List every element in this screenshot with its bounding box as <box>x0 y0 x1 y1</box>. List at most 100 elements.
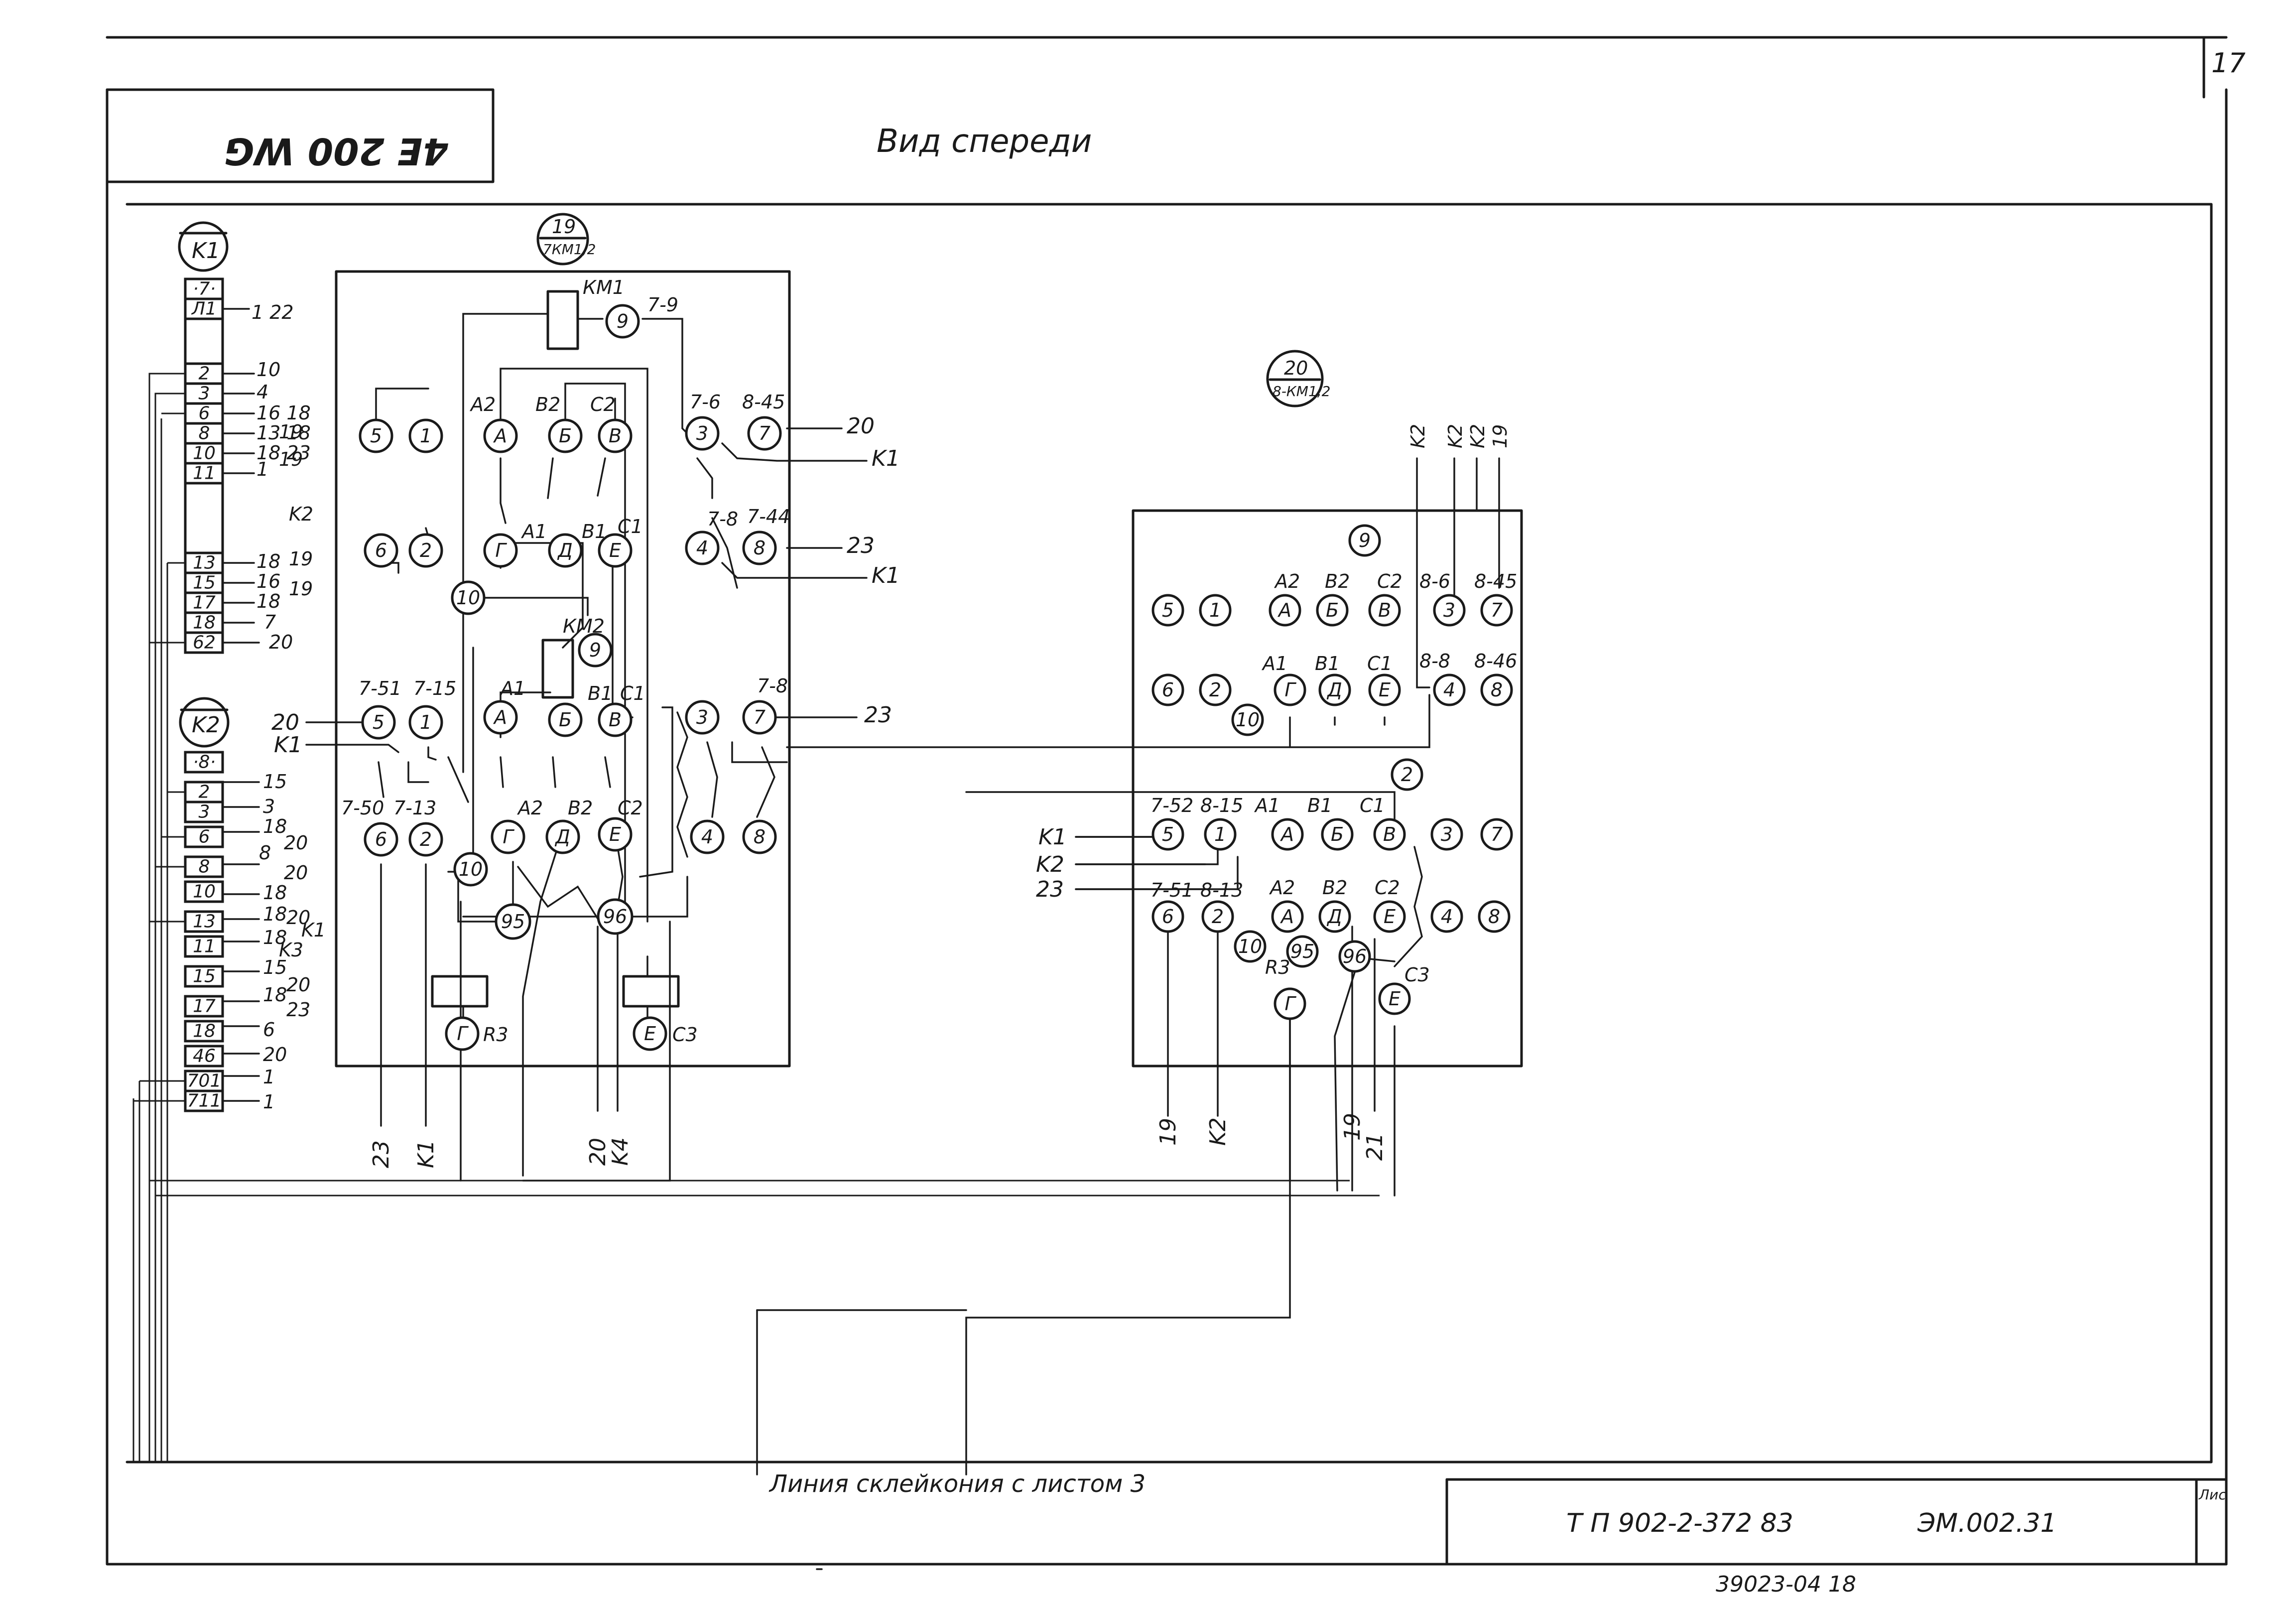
terminal-label: В2 <box>535 394 560 415</box>
terminal-label: 7-9 <box>647 294 678 316</box>
svg-text:3: 3 <box>696 422 708 444</box>
terminal: 7 <box>1480 818 1513 851</box>
doc-code-left: Т П 902-2-372 83 <box>1566 1508 1793 1538</box>
k2-wire-label: 1 <box>263 1066 275 1088</box>
svg-text:Д: Д <box>557 539 573 561</box>
svg-text:Д: Д <box>1326 679 1342 701</box>
wire-label: 19 <box>1340 1113 1365 1141</box>
k2-row: 2 <box>199 782 210 803</box>
terminal-label: 7-6 <box>690 391 721 413</box>
k1-row: 2 <box>199 364 210 384</box>
terminal: 2 <box>408 533 443 568</box>
k1-wire-label: 10 <box>256 359 280 381</box>
panel-left-labels: А2 В2 С2 7-6 8-45 7-9 А1 В1 С1 7-8 7-44 … <box>341 294 790 1046</box>
wire-label: 19 <box>1155 1118 1181 1146</box>
wire-label: 20 <box>585 1138 611 1166</box>
k1-row: 17 <box>193 593 216 613</box>
terminal: 3 <box>1433 594 1466 627</box>
k1-extra-label: 19 <box>289 548 313 570</box>
terminal: 9 <box>605 304 640 339</box>
terminal-label: 7-15 <box>413 677 456 699</box>
svg-text:Б: Б <box>559 709 572 731</box>
terminal: 9 <box>578 633 613 668</box>
k1-wire-label: 16 18 <box>256 402 311 424</box>
k2-wire-label: 18 <box>263 927 287 948</box>
svg-text:Г: Г <box>457 1023 469 1045</box>
svg-text:3: 3 <box>696 706 708 728</box>
svg-text:Б: Б <box>1331 823 1344 845</box>
svg-text:4: 4 <box>701 826 713 848</box>
terminal: 5 <box>1151 594 1184 627</box>
terminal: А <box>483 700 518 735</box>
footer-number: 39023-04 18 <box>1716 1572 1856 1597</box>
svg-text:Е: Е <box>1389 988 1401 1010</box>
k2-wire-label: 18 <box>263 882 287 904</box>
terminal: 3 <box>685 700 720 735</box>
k2-row: ·8· <box>193 752 216 773</box>
k1-wire-label: 4 <box>256 381 268 403</box>
relay-label: C3 <box>672 1024 698 1046</box>
terminal-label: С1 <box>620 682 645 704</box>
terminal-label: 8-13 <box>1200 879 1243 901</box>
terminal: 5 <box>1151 818 1184 851</box>
svg-text:В: В <box>609 425 622 447</box>
terminal-label: А1 <box>1254 795 1280 816</box>
svg-text:Е: Е <box>1384 906 1396 928</box>
terminal: Е <box>1378 982 1411 1015</box>
k1-row: 8 <box>199 423 210 444</box>
strip-k1-tag: K1 <box>178 221 229 272</box>
svg-text:2: 2 <box>1209 679 1221 701</box>
terminal: Д <box>1318 900 1351 933</box>
wire-label: K1 <box>872 446 900 471</box>
relay-label: R3 <box>483 1024 509 1046</box>
svg-text:6: 6 <box>375 828 387 850</box>
k1-row: 6 <box>199 403 210 424</box>
panel-left-outgoing-labels: 20 K1 23 K1 23 20 K1 23 K1 20 K4 <box>271 413 900 1168</box>
terminal-label: 7-52 <box>1150 795 1193 816</box>
terminal-label: 8-8 <box>1419 650 1450 672</box>
terminal: Б <box>548 702 583 737</box>
svg-text:4: 4 <box>1441 906 1453 928</box>
wire-label: K2 <box>1407 424 1429 448</box>
terminal-label: 7-13 <box>393 797 436 819</box>
terminal-label: С2 <box>1377 570 1403 592</box>
svg-text:Г: Г <box>1284 679 1296 701</box>
svg-text:9: 9 <box>589 639 601 661</box>
k1-wire-label: 18 23 <box>256 442 311 464</box>
k2-row: 6 <box>199 827 210 847</box>
terminal: 10 <box>451 580 486 615</box>
terminal-label: C3 <box>1404 964 1430 986</box>
k2-row: 46 <box>193 1046 216 1067</box>
strip-k2-name: K2 <box>192 712 220 738</box>
k2-row: 11 <box>193 937 216 957</box>
svg-text:А: А <box>1279 906 1294 928</box>
wire-label: K1 <box>872 563 900 588</box>
svg-text:Б: Б <box>559 425 572 447</box>
svg-text:Г: Г <box>495 539 507 561</box>
terminal: 2 <box>408 822 443 857</box>
terminal: 1 <box>1199 594 1232 627</box>
view-title: Вид спереди <box>877 123 1092 160</box>
k1-wire-label: 18 <box>256 550 280 572</box>
terminal: Б <box>1321 818 1354 851</box>
terminal: 7 <box>747 416 782 451</box>
svg-text:Б: Б <box>1326 599 1339 621</box>
terminal: 96 <box>597 898 634 935</box>
svg-text:В: В <box>1378 599 1391 621</box>
relay-c3-block <box>622 975 680 1008</box>
panel-right-frame <box>1132 509 1523 1068</box>
svg-text:10: 10 <box>1238 936 1262 957</box>
relay-leads <box>462 955 648 1022</box>
panel-left-tag-top: 19 <box>552 216 576 238</box>
terminal: 1 <box>408 705 443 740</box>
terminal: 8 <box>1480 673 1513 706</box>
terminal-label: В1 <box>1307 795 1332 816</box>
panel-left-tag: 19 7КМ1,2 <box>536 213 596 266</box>
k2-extra-label: K3 <box>279 939 303 961</box>
terminal-label: 7-8 <box>707 508 738 530</box>
terminal: 10 <box>453 852 488 887</box>
terminal: Е <box>1368 673 1401 706</box>
svg-text:95: 95 <box>501 911 525 933</box>
k1-row: 18 <box>193 613 216 633</box>
wire-label: K2 <box>1205 1117 1231 1146</box>
